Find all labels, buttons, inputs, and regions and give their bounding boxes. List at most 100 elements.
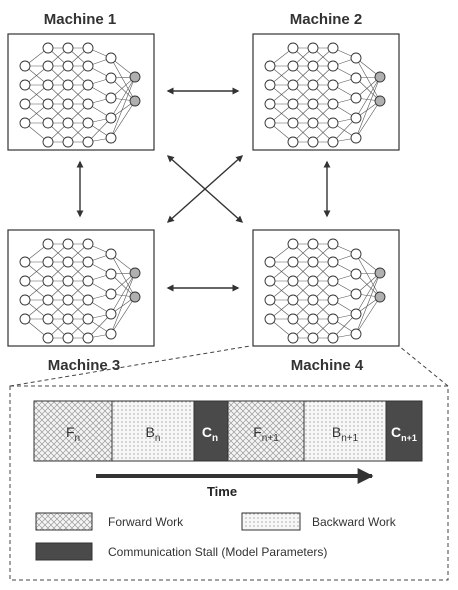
network-node — [307, 332, 319, 344]
timeline-block-forward: Fn — [33, 400, 113, 462]
timeline-block-backward: Bn+1 — [303, 400, 387, 462]
network-node — [287, 332, 299, 344]
network-node — [62, 275, 74, 287]
machine-2-box — [252, 33, 400, 151]
machine-4-box — [252, 229, 400, 347]
network-node — [327, 256, 339, 268]
timeline-blocks: Fn Bn Cn Fn+1 Bn+1 Cn+1 — [33, 400, 423, 462]
legend-label-comm: Communication Stall (Model Parameters) — [108, 545, 327, 559]
network-node — [42, 275, 54, 287]
network-node — [327, 332, 339, 344]
network-node — [287, 256, 299, 268]
network-node — [327, 98, 339, 110]
network-node — [42, 42, 54, 54]
network-node — [105, 112, 117, 124]
legend-swatch-backward — [241, 512, 301, 531]
network-node — [287, 42, 299, 54]
network-node — [82, 313, 94, 325]
network-node — [327, 275, 339, 287]
network-node — [307, 238, 319, 250]
network-node — [327, 294, 339, 306]
network-node — [327, 117, 339, 129]
network-node — [307, 256, 319, 268]
network-node — [327, 313, 339, 325]
network-node — [287, 238, 299, 250]
network-node — [62, 256, 74, 268]
network-edge — [355, 272, 381, 315]
network-node — [82, 256, 94, 268]
network-node — [82, 117, 94, 129]
machine-1-label: Machine 1 — [44, 11, 117, 28]
machine-3-network — [19, 238, 141, 344]
network-node — [42, 332, 54, 344]
output-node — [129, 291, 141, 303]
svg-text:Fn: Fn — [66, 424, 80, 444]
network-node — [264, 98, 276, 110]
network-node — [264, 294, 276, 306]
network-node — [264, 313, 276, 325]
legend: Forward Work Backward Work Communication… — [35, 512, 397, 561]
network-node — [307, 42, 319, 54]
block-label-base: F — [253, 424, 262, 440]
network-node — [105, 92, 117, 104]
network-node — [62, 79, 74, 91]
legend-swatch-forward — [35, 512, 93, 531]
network-node — [82, 42, 94, 54]
network-edge — [110, 296, 136, 335]
network-node — [307, 117, 319, 129]
network-edge — [355, 296, 381, 335]
network-node — [287, 98, 299, 110]
network-node — [307, 313, 319, 325]
network-node — [62, 117, 74, 129]
machine-2-network — [264, 42, 386, 148]
network-node — [19, 256, 31, 268]
network-node — [19, 117, 31, 129]
network-node — [264, 117, 276, 129]
network-node — [82, 275, 94, 287]
network-node — [105, 132, 117, 144]
network-node — [327, 42, 339, 54]
network-node — [19, 98, 31, 110]
network-node — [264, 256, 276, 268]
network-node — [350, 72, 362, 84]
network-node — [19, 275, 31, 287]
network-node — [350, 132, 362, 144]
network-node — [264, 60, 276, 72]
link-m2-m3-arrow — [166, 155, 244, 223]
block-label-sub: n+1 — [401, 433, 417, 443]
network-node — [42, 136, 54, 148]
network-edge — [110, 272, 136, 335]
network-node — [287, 60, 299, 72]
network-node — [82, 98, 94, 110]
network-node — [62, 313, 74, 325]
network-node — [350, 248, 362, 260]
network-node — [350, 52, 362, 64]
network-edge — [355, 76, 381, 139]
block-label-base: B — [146, 424, 155, 440]
network-node — [287, 79, 299, 91]
network-node — [62, 60, 74, 72]
network-node — [62, 332, 74, 344]
network-node — [287, 294, 299, 306]
network-node — [287, 313, 299, 325]
network-node — [62, 136, 74, 148]
output-node — [374, 291, 386, 303]
machine-2-label: Machine 2 — [290, 11, 363, 28]
network-edge — [355, 77, 381, 102]
network-node — [82, 294, 94, 306]
network-node — [307, 98, 319, 110]
network-node — [327, 238, 339, 250]
network-node — [327, 79, 339, 91]
network-node — [42, 117, 54, 129]
network-node — [19, 79, 31, 91]
network-node — [19, 60, 31, 72]
network-node — [62, 98, 74, 110]
network-node — [62, 42, 74, 54]
network-node — [42, 256, 54, 268]
block-label-base: B — [332, 424, 341, 440]
output-node — [129, 71, 141, 83]
block-label-sub: n+1 — [341, 433, 358, 444]
network-node — [264, 275, 276, 287]
network-node — [307, 294, 319, 306]
network-node — [42, 238, 54, 250]
